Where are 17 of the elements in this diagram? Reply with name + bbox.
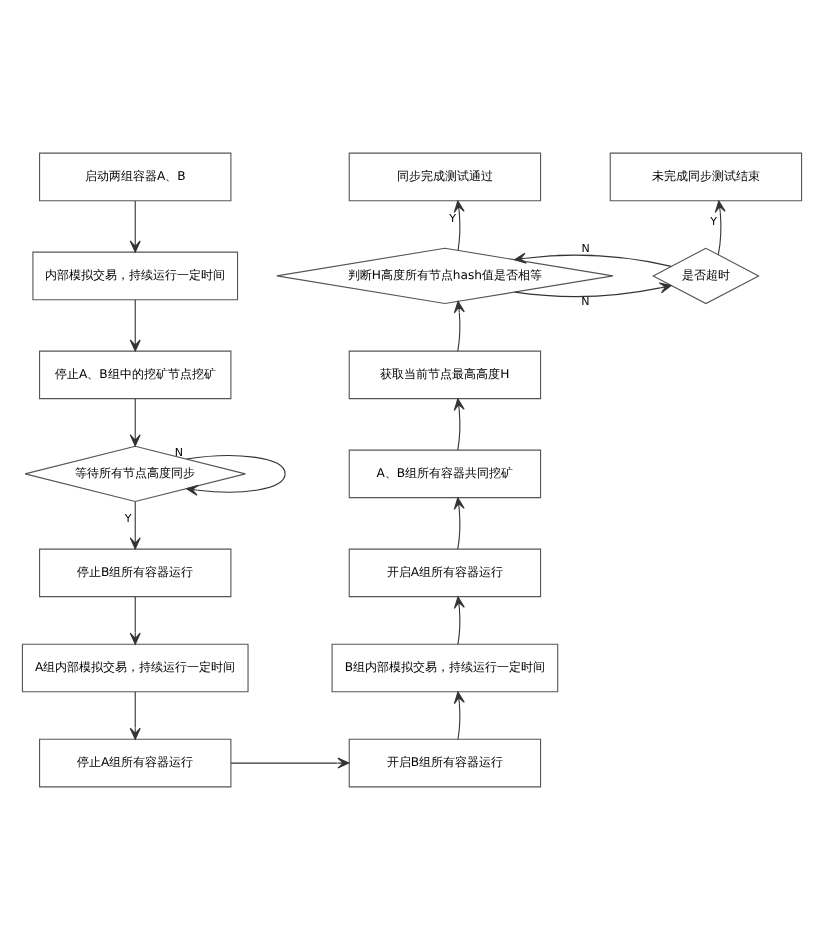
arrow xyxy=(128,596,140,645)
arrow xyxy=(128,691,140,740)
arrow xyxy=(713,200,725,256)
arrow xyxy=(185,455,285,496)
arrow xyxy=(452,497,464,550)
arrow xyxy=(452,300,464,352)
arrow xyxy=(452,398,464,451)
arrow xyxy=(128,299,140,352)
arrow xyxy=(128,398,140,447)
arrow xyxy=(452,200,464,251)
arrow xyxy=(513,282,671,298)
arrow xyxy=(452,596,464,645)
arrow xyxy=(513,252,671,267)
arrow xyxy=(229,757,349,769)
arrow xyxy=(128,501,140,550)
arrow xyxy=(128,200,140,253)
arrow xyxy=(452,691,464,740)
